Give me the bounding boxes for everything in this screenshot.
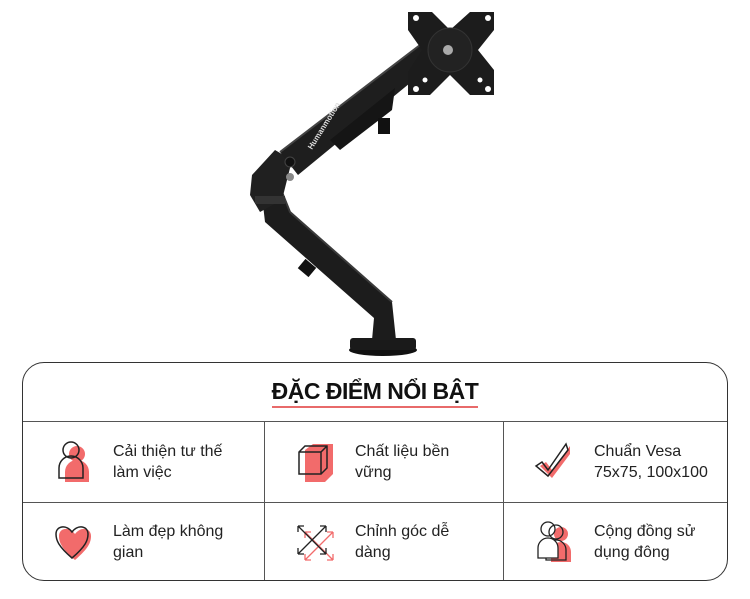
heart-icon [55, 526, 91, 560]
feature-space: Làm đẹp không gian [23, 503, 265, 580]
feature-line: làm việc [113, 464, 172, 481]
checkmark-icon [534, 442, 570, 478]
arrows-cross-icon [297, 525, 334, 561]
feature-posture: Cải thiện tư thế làm việc [23, 422, 265, 503]
feature-material: Chất liệu bền vững [265, 422, 504, 503]
feature-line: Chất liệu bền [355, 443, 450, 460]
feature-line: Chuẩn Vesa [594, 443, 682, 460]
feature-line: gian [113, 544, 144, 561]
features-title: ĐẶC ĐIỂM NỔI BẬT [271, 378, 479, 408]
cube-icon [298, 444, 333, 482]
feature-line: Làm đẹp không [113, 523, 224, 540]
feature-line: Chỉnh góc dễ [355, 523, 450, 540]
feature-line: Cộng đồng sử [594, 523, 696, 540]
feature-line: Cải thiện tư thế [113, 443, 223, 460]
features-panel: ĐẶC ĐIỂM NỔI BẬT Cải thiện tư thế làm việ… [22, 362, 728, 581]
feature-angle: Chỉnh góc dễ dàng [265, 503, 504, 580]
feature-line: vững [355, 464, 392, 481]
monitor-arm-image: Humanmotion [250, 12, 494, 356]
person-icon [58, 441, 89, 482]
people-icon [537, 521, 571, 562]
feature-community: Cộng đồng sử dụng đông [504, 503, 727, 580]
feature-line: 75x75, 100x100 [594, 464, 708, 481]
feature-line: dàng [355, 544, 391, 561]
feature-vesa: Chuẩn Vesa 75x75, 100x100 [504, 422, 727, 503]
feature-line: dụng đông [594, 544, 670, 561]
